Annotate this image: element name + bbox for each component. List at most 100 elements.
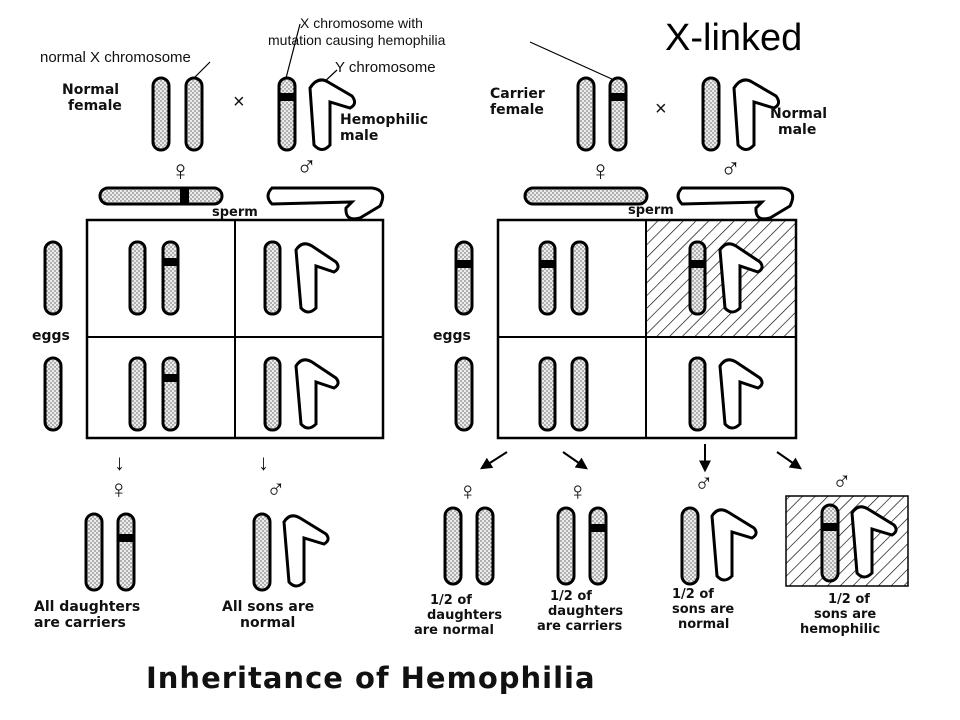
mutation-band bbox=[280, 93, 294, 101]
cross-symbol: × bbox=[233, 91, 245, 113]
female-symbol: ♀ bbox=[170, 155, 191, 186]
male-symbol: ♂ bbox=[832, 466, 852, 496]
mutation-band bbox=[823, 523, 837, 531]
chromosome-x-mutant bbox=[277, 76, 297, 152]
right-outcome1-3: are normal bbox=[414, 623, 494, 638]
cell-chromosome-x-mutant bbox=[688, 240, 707, 316]
callout-mutant-x-line-left bbox=[284, 23, 301, 83]
arrow bbox=[776, 451, 802, 470]
sperm-x bbox=[523, 186, 649, 206]
cell-chromosome-x bbox=[128, 356, 147, 432]
mutation-band bbox=[541, 260, 554, 268]
cell-chromosome-y bbox=[718, 358, 764, 430]
sperm-x-mutant bbox=[98, 186, 224, 206]
mutation-band bbox=[119, 534, 133, 542]
callout-mutant-x-line-right bbox=[529, 41, 615, 81]
right-outcome2-1: 1/2 of bbox=[550, 589, 592, 604]
female-symbol: ♀ bbox=[458, 476, 478, 506]
chromosome-x bbox=[184, 76, 204, 152]
chromosome-x bbox=[701, 76, 721, 152]
offspring-chromosome-x bbox=[443, 506, 463, 586]
cell-chromosome-x-mutant bbox=[161, 240, 180, 316]
female-symbol: ♀ bbox=[590, 155, 611, 186]
chromosome-x bbox=[151, 76, 171, 152]
mutation-band bbox=[457, 260, 471, 268]
egg-x bbox=[454, 356, 474, 432]
mutation-band bbox=[180, 189, 189, 203]
cell-chromosome-x bbox=[688, 356, 707, 432]
right-male-label-2: male bbox=[778, 122, 816, 138]
left-male-label-2: male bbox=[340, 128, 378, 144]
corner-title: X-linked bbox=[665, 17, 802, 59]
right-outcome3-1: 1/2 of bbox=[672, 587, 714, 602]
mutation-band bbox=[164, 258, 177, 266]
offspring-chromosome-y bbox=[850, 505, 898, 579]
male-symbol: ♂ bbox=[296, 151, 317, 182]
male-symbol: ♂ bbox=[694, 468, 714, 498]
offspring-chromosome-x-mutant bbox=[820, 503, 840, 583]
eggs-label: eggs bbox=[433, 328, 471, 344]
chromosome-x-mutant bbox=[608, 76, 628, 152]
left-outcome-daughters-1: All daughters bbox=[34, 599, 140, 615]
sperm-y bbox=[266, 186, 385, 221]
right-outcome4-3: hemophilic bbox=[800, 622, 880, 637]
eggs-label: eggs bbox=[32, 328, 70, 344]
offspring-chromosome-x bbox=[252, 512, 272, 592]
callout-mutant-x-1: X chromosome with bbox=[300, 15, 423, 31]
cell-chromosome-x bbox=[263, 240, 282, 316]
offspring-chromosome-x bbox=[475, 506, 495, 586]
left-male-label-1: Hemophilic bbox=[340, 112, 428, 128]
arrow bbox=[562, 451, 588, 470]
right-outcome3-3: normal bbox=[678, 617, 729, 632]
callout-mutant-x-2: mutation causing hemophilia bbox=[268, 32, 446, 48]
egg-x bbox=[43, 240, 63, 316]
offspring-chromosome-y bbox=[282, 514, 330, 588]
right-outcome1-1: 1/2 of bbox=[430, 593, 472, 608]
offspring-chromosome-x bbox=[556, 506, 576, 586]
right-outcome4-1: 1/2 of bbox=[828, 592, 870, 607]
right-outcome4-2: sons are bbox=[814, 607, 876, 622]
mutation-band bbox=[691, 260, 704, 268]
cell-chromosome-x-mutant bbox=[161, 356, 180, 432]
down-arrow: ↓ bbox=[258, 450, 269, 475]
female-symbol: ♀ bbox=[568, 476, 588, 506]
male-symbol: ♂ bbox=[266, 474, 286, 504]
cell-chromosome-x bbox=[128, 240, 147, 316]
sperm-label: sperm bbox=[628, 203, 674, 218]
chromosome-y bbox=[308, 78, 357, 151]
cell-chromosome-x-mutant bbox=[538, 240, 557, 316]
callout-y-chromosome: Y chromosome bbox=[335, 59, 436, 76]
mutation-band bbox=[611, 93, 625, 101]
mutation-band bbox=[164, 374, 177, 382]
offspring-chromosome-x bbox=[84, 512, 104, 592]
sperm-y bbox=[676, 186, 795, 221]
offspring-chromosome-x-mutant bbox=[116, 512, 136, 592]
right-male-label-1: Normal bbox=[770, 106, 827, 122]
main-title: Inheritance of Hemophilia bbox=[146, 661, 596, 695]
right-cross: Carrier female ♀ × Normal male ♂ sperm e… bbox=[414, 76, 909, 638]
left-outcome-sons-1: All sons are bbox=[222, 599, 314, 615]
callout-normal-x: normal X chromosome bbox=[40, 49, 191, 66]
left-female-label-2: female bbox=[68, 98, 122, 114]
right-female-label-1: Carrier bbox=[490, 86, 545, 102]
down-arrow: ↓ bbox=[114, 450, 125, 475]
right-outcome2-3: are carriers bbox=[537, 619, 623, 634]
sperm-label: sperm bbox=[212, 205, 258, 220]
cell-chromosome-y bbox=[718, 242, 764, 314]
arrow bbox=[479, 451, 508, 470]
chromosome-x bbox=[576, 76, 596, 152]
offspring-chromosome-y bbox=[710, 508, 758, 582]
egg-x bbox=[43, 356, 63, 432]
chromosome-y bbox=[732, 78, 781, 151]
cell-chromosome-x bbox=[570, 240, 589, 316]
cell-chromosome-x bbox=[538, 356, 557, 432]
left-cross: Normal female ♀ × Hemophilic male ♂ sper… bbox=[32, 76, 428, 631]
left-outcome-sons-2: normal bbox=[240, 615, 295, 631]
right-female-label-2: female bbox=[490, 102, 544, 118]
hemophilic-son-box bbox=[785, 495, 909, 587]
cell-chromosome-y bbox=[294, 242, 340, 314]
male-symbol: ♂ bbox=[720, 153, 741, 184]
offspring-chromosome-x-mutant bbox=[588, 506, 608, 586]
left-female-label-1: Normal bbox=[62, 82, 119, 98]
offspring-chromosome-x bbox=[680, 506, 700, 586]
